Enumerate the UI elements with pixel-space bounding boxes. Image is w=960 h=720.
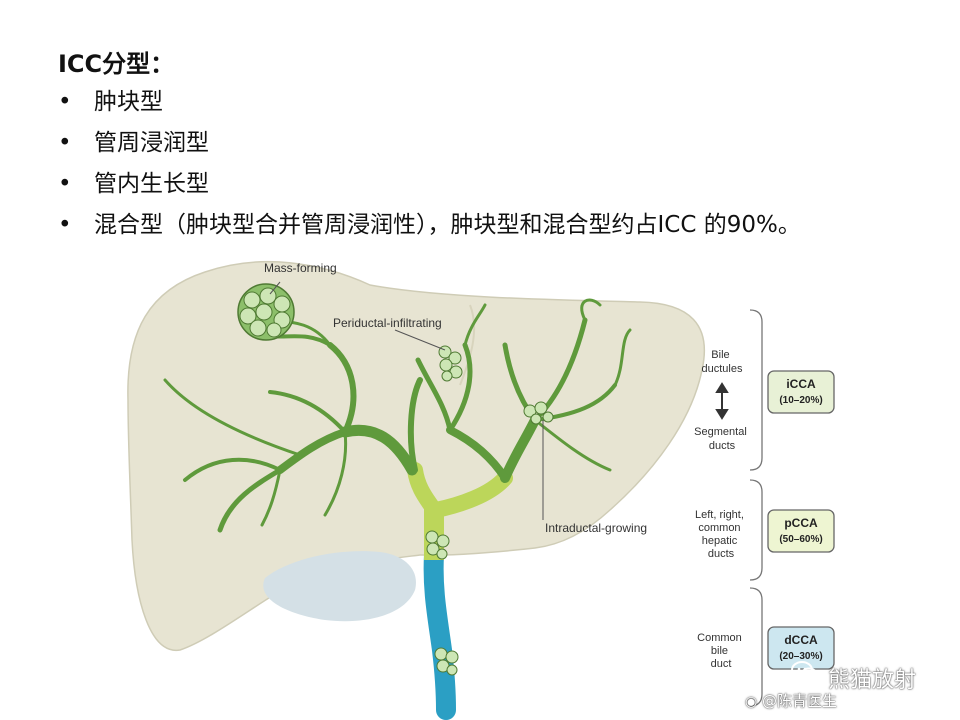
bracket-icca	[750, 310, 762, 470]
bracket-pcca	[750, 480, 762, 580]
label-hepatic-ducts: Left, right, common hepatic ducts	[695, 509, 747, 560]
tumor-mass-forming	[238, 284, 294, 340]
svg-text:iCCA: iCCA	[786, 377, 816, 391]
common-bile-duct	[434, 555, 446, 710]
label-periductal: Periductal-infiltrating	[333, 316, 442, 330]
watermark-weibo: ◉ @陈青医生	[745, 690, 837, 711]
label-mass-forming: Mass-forming	[264, 261, 337, 275]
svg-text:pCCA: pCCA	[784, 516, 818, 530]
svg-text:(10–20%): (10–20%)	[779, 395, 822, 406]
label-segmental-ducts: Segmental ducts	[694, 426, 750, 452]
box-pcca: pCCA (50–60%)	[768, 510, 834, 552]
svg-text:dCCA: dCCA	[784, 633, 818, 647]
label-common-bile-duct: Common bile duct	[697, 632, 745, 670]
label-bile-ductules: Bile ductules	[702, 349, 743, 375]
svg-text:(50–60%): (50–60%)	[779, 534, 822, 545]
watermark-brand: 熊猫放射	[828, 662, 916, 694]
double-arrow-icon	[717, 384, 727, 418]
bracket-dcca	[750, 588, 762, 706]
label-intraductal: Intraductal-growing	[545, 521, 647, 535]
watermark-weibo-text: @陈青医生	[762, 692, 837, 710]
wechat-icon	[790, 660, 820, 684]
box-icca: iCCA (10–20%)	[768, 371, 834, 413]
weibo-icon: ◉	[745, 694, 757, 710]
